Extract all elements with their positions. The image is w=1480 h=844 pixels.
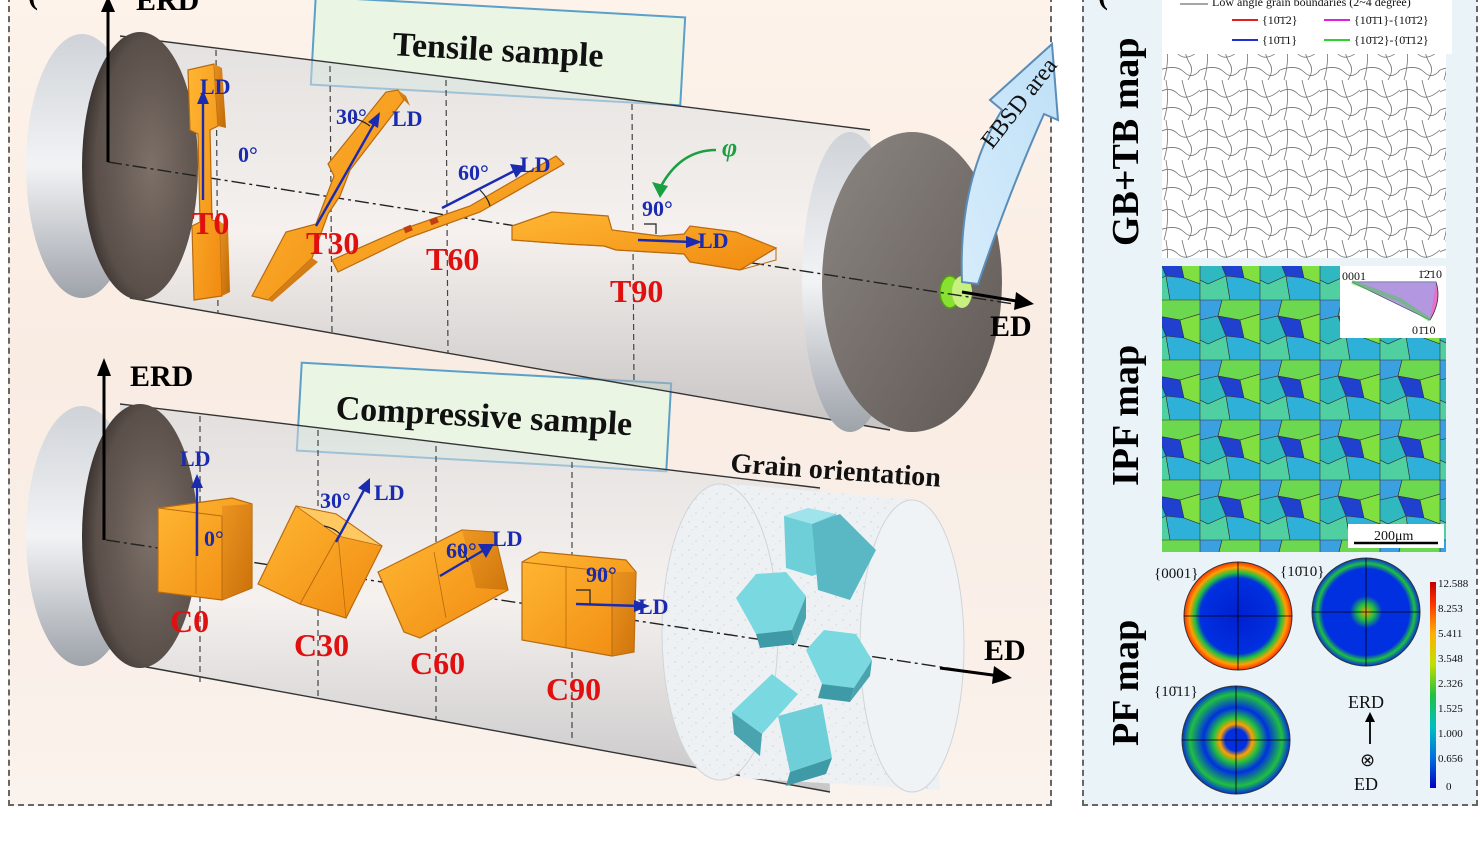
compressive-erd-label: ERD [130, 360, 193, 393]
legend-item-4: {10̄1̄2}-{0̄1̄12} [1354, 33, 1429, 47]
pf-cross-symbol: ⊗ [1360, 750, 1375, 770]
pf-label-1011: {10̄11} [1154, 684, 1198, 700]
pf-colorbar [1430, 582, 1436, 788]
panel-a-letter: ( [28, 0, 38, 11]
legend-item-2: {10̄1̄1}-{10̄1̄2} [1354, 13, 1429, 27]
tensile-ed-arrow-head [1014, 292, 1034, 310]
pf-scale-8: 0 [1446, 781, 1452, 793]
pf-scale-7: 0.656 [1438, 753, 1463, 765]
t30-ld-label: LD [392, 106, 423, 131]
specimen-c30 [257, 505, 383, 619]
grain-prism-3 [806, 630, 872, 702]
ebsd-area-arrow [960, 41, 1060, 286]
c30-angle-label: 30° [320, 488, 351, 513]
phi-arrow-head [652, 182, 668, 198]
grain-prism-2 [736, 572, 806, 648]
c30-name-label: C30 [294, 627, 349, 663]
gbtb-legend-bg [1162, 0, 1452, 54]
specimen-t60 [331, 155, 565, 273]
tensile-erd-label: ERD [136, 0, 199, 17]
ipf-map-label: IPF map [1105, 344, 1147, 486]
ipf-key-0001: 0001 [1342, 269, 1366, 283]
compressive-angle-arcs [323, 525, 591, 604]
grain-prisms [732, 508, 876, 786]
compressive-ed-arrow-shaft [939, 666, 1001, 678]
c30-ld-label: LD [374, 480, 405, 505]
legend-item-3: {10̄1̄1} [1262, 33, 1297, 47]
t60-angle-label: 60° [458, 160, 489, 185]
c60-angle-label: 60° [446, 538, 477, 563]
pf-scale-2: 5.411 [1438, 628, 1462, 640]
legend-item-1: {10̄1̄2} [1262, 13, 1298, 27]
t90-name-label: T90 [610, 273, 663, 309]
tensile-cylinder-left-face [82, 32, 198, 300]
t60-name-label: T60 [426, 241, 479, 277]
t0-angle-label: 0° [238, 142, 258, 167]
t0-ld-label: LD [200, 74, 231, 99]
tensile-ld-arrows [197, 90, 702, 248]
phi-label: φ [722, 133, 737, 162]
gbtb-map-label: GB+TB map [1105, 37, 1147, 246]
tensile-ed-arrow-shaft [961, 290, 1023, 304]
specimen-c0 [157, 497, 253, 601]
gbtb-grain-network [1162, 44, 1446, 258]
compressive-cylinder-left-face [82, 404, 198, 668]
compressive-ld-arrows [191, 474, 650, 612]
pf-erd-label: ERD [1348, 692, 1384, 712]
ipf-key-1210: 1̄2̄10 [1418, 267, 1442, 281]
t90-angle-label: 90° [642, 196, 673, 221]
t0-name-label: T0 [192, 205, 229, 241]
compressive-erd-arrow-head [97, 358, 111, 376]
c0-name-label: C0 [170, 603, 209, 639]
specimen-c60 [377, 529, 509, 639]
pf-scale-4: 2.326 [1438, 678, 1463, 690]
pf-map-label: PF map [1105, 619, 1147, 746]
c60-ld-label: LD [492, 526, 523, 551]
pf-scale-0: 12.588 [1438, 578, 1469, 590]
tensile-cylinder-body [120, 36, 890, 430]
t90-ld-label: LD [698, 228, 729, 253]
panel-b-letter: ( [1098, 0, 1108, 11]
pf-label-0001: {0001} [1154, 566, 1198, 582]
scale-bar-label: 200μm [1374, 529, 1414, 544]
tensile-cylinder-right-face [822, 132, 1002, 432]
specimen-t30 [251, 89, 410, 302]
grain-prism-1 [784, 508, 876, 600]
compressive-ed-label: ED [984, 634, 1026, 667]
tensile-erd-arrow-head [101, 0, 115, 12]
c0-angle-label: 0° [204, 526, 224, 551]
pf-ed-label: ED [1354, 774, 1378, 794]
tensile-ed-label: ED [990, 310, 1032, 343]
pf-scale-3: 3.548 [1438, 653, 1463, 665]
c90-angle-label: 90° [586, 562, 617, 587]
pf-scale-5: 1.525 [1438, 703, 1463, 715]
tensile-angle-arcs [351, 117, 657, 234]
c60-name-label: C60 [410, 645, 465, 681]
grain-prism-4 [732, 674, 832, 786]
c90-ld-label: LD [638, 594, 669, 619]
compressive-ed-arrow-head [992, 666, 1012, 684]
c90-name-label: C90 [546, 671, 601, 707]
specimen-t0 [187, 63, 230, 301]
c0-ld-label: LD [180, 446, 211, 471]
phi-arrow [658, 148, 717, 189]
pf-scale-1: 8.253 [1438, 603, 1463, 615]
t30-name-label: T30 [306, 225, 359, 261]
pf-scale-6: 1.000 [1438, 728, 1463, 740]
pf-label-1010: {10̄10} [1280, 564, 1324, 580]
grain-cylinder-right [859, 499, 965, 793]
ipf-key-0110: 01̄10 [1412, 323, 1436, 337]
t30-angle-label: 30° [336, 104, 367, 129]
t60-ld-label: LD [520, 152, 551, 177]
legend-low-angle: Low angle grain boundaries (2~4 degree) [1212, 0, 1411, 9]
